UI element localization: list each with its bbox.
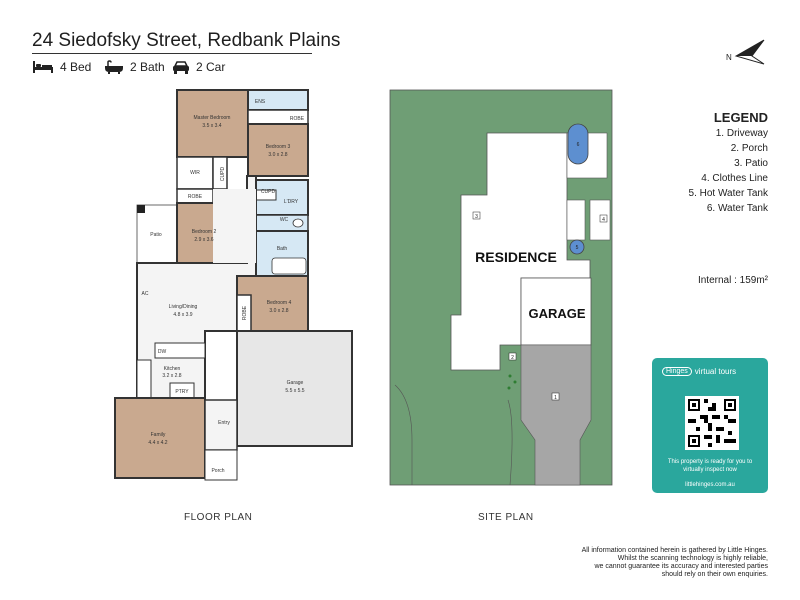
label-bed2: Bedroom 2: [192, 229, 217, 235]
entry: [204, 399, 238, 451]
marker-4: 4: [602, 217, 605, 223]
legend-title: LEGEND: [713, 110, 768, 125]
label-master: Master Bedroom: [194, 115, 231, 121]
label-ptry: PTRY: [175, 389, 189, 395]
label-bed3: Bedroom 3: [266, 144, 291, 150]
label-master-size: 3.5 x 3.4: [202, 123, 221, 129]
site-plan-caption: SITE PLAN: [478, 512, 534, 523]
driveway: [520, 344, 592, 486]
label-porch: Porch: [211, 468, 224, 474]
label-ldry: L'DRY: [284, 199, 299, 205]
label-living-size: 4.8 x 3.9: [173, 312, 192, 318]
marker-2: 2: [511, 355, 514, 361]
label-bed4-size: 3.0 x 2.8: [269, 308, 288, 314]
label-cupd2: CUPD: [261, 189, 276, 195]
label-wc: WC: [280, 217, 289, 223]
label-robe-top: ROBE: [290, 116, 305, 122]
virtual-tour-card[interactable]: Hinges virtual tours This property is re…: [652, 358, 768, 493]
legend-item: 6. Water Tank: [706, 203, 768, 214]
label-patio: Patio: [150, 232, 162, 238]
label-wir: WIR: [190, 170, 200, 176]
kitchen-bench: [136, 359, 152, 401]
family-room: [114, 397, 206, 479]
label-garage: Garage: [287, 380, 304, 386]
marker-3: 3: [475, 214, 478, 220]
floor-plan-caption: FLOOR PLAN: [184, 512, 253, 523]
internal-area: Internal : 159m²: [697, 275, 768, 286]
garage: [236, 330, 353, 447]
north-arrow-icon: N: [726, 39, 765, 65]
title-underline: [32, 53, 312, 54]
kitchen-island: [154, 342, 206, 359]
floor-plan: Master Bedroom 3.5 x 3.4 ENS ROBE Bedroo…: [114, 89, 353, 481]
label-ens: ENS: [255, 99, 266, 105]
label-bath: Bath: [277, 246, 288, 252]
master-bedroom: [176, 89, 249, 158]
label-family-size: 4.4 x 4.2: [148, 440, 167, 446]
legend-item: 2. Porch: [730, 143, 768, 154]
site-garage-label: GARAGE: [528, 306, 585, 321]
label-kitchen: Kitchen: [164, 366, 181, 372]
car-spec: 2 Car: [172, 60, 225, 74]
label-bed2-size: 2.9 x 3.6: [194, 237, 213, 243]
bath-icon: [104, 60, 124, 74]
label-entry: Entry: [218, 420, 230, 426]
bedroom-3: [247, 123, 309, 177]
bath-count: 2 Bath: [130, 60, 165, 74]
label-family: Family: [151, 432, 166, 438]
promo-text: This property is ready for you to virtua…: [667, 459, 753, 473]
water-tank: [567, 123, 589, 165]
car-icon: [172, 60, 190, 74]
marker-6: 6: [577, 142, 580, 148]
hinges-logo: Hinges virtual tours: [662, 367, 736, 376]
patio-area: [136, 204, 178, 264]
disclaimer: All information contained herein is gath…: [581, 547, 768, 578]
legend-item: 4. Clothes Line: [701, 173, 768, 184]
brand-suffix: virtual tours: [694, 366, 737, 376]
marker-1: 1: [554, 395, 557, 401]
site-plan: 1 2 3 4 5 6 RESIDENCE GARAGE: [389, 89, 613, 486]
site-residence-label: RESIDENCE: [475, 249, 557, 265]
porch: [204, 449, 238, 481]
label-bed3-size: 3.0 x 2.8: [268, 152, 287, 158]
site-garage: [520, 277, 592, 346]
car-count: 2 Car: [196, 60, 226, 74]
hot-water-tank: [569, 239, 585, 255]
label-living: Living/Dining: [169, 304, 198, 310]
label-robe-mid: ROBE: [188, 194, 203, 200]
residence-footprint: [450, 132, 591, 371]
marker-5: 5: [576, 245, 579, 251]
bed-spec: 4 Bed: [32, 60, 91, 74]
north-label: N: [726, 53, 732, 62]
label-kitchen-size: 3.2 x 2.8: [162, 373, 181, 379]
bath-spec: 2 Bath: [104, 60, 165, 74]
legend-item: 1. Driveway: [715, 128, 768, 139]
bed-count: 4 Bed: [60, 60, 92, 74]
label-robe-b4: ROBE: [242, 305, 248, 320]
label-garage-size: 5.5 x 5.5: [285, 388, 304, 394]
bed-icon: [32, 60, 54, 74]
label-cupd1: CUPD: [220, 167, 226, 182]
label-bed4: Bedroom 4: [267, 300, 292, 306]
qr-code-icon[interactable]: [685, 396, 739, 450]
property-address-title: 24 Siedofsky Street, Redbank Plains: [32, 30, 341, 51]
label-dw: DW: [158, 349, 167, 355]
legend-item: 5. Hot Water Tank: [688, 188, 768, 199]
promo-url-link[interactable]: littlehinges.com.au: [685, 482, 735, 488]
label-ac: AC: [142, 291, 149, 297]
legend-item: 3. Patio: [734, 158, 768, 169]
brand-badge: Hinges: [662, 367, 692, 376]
